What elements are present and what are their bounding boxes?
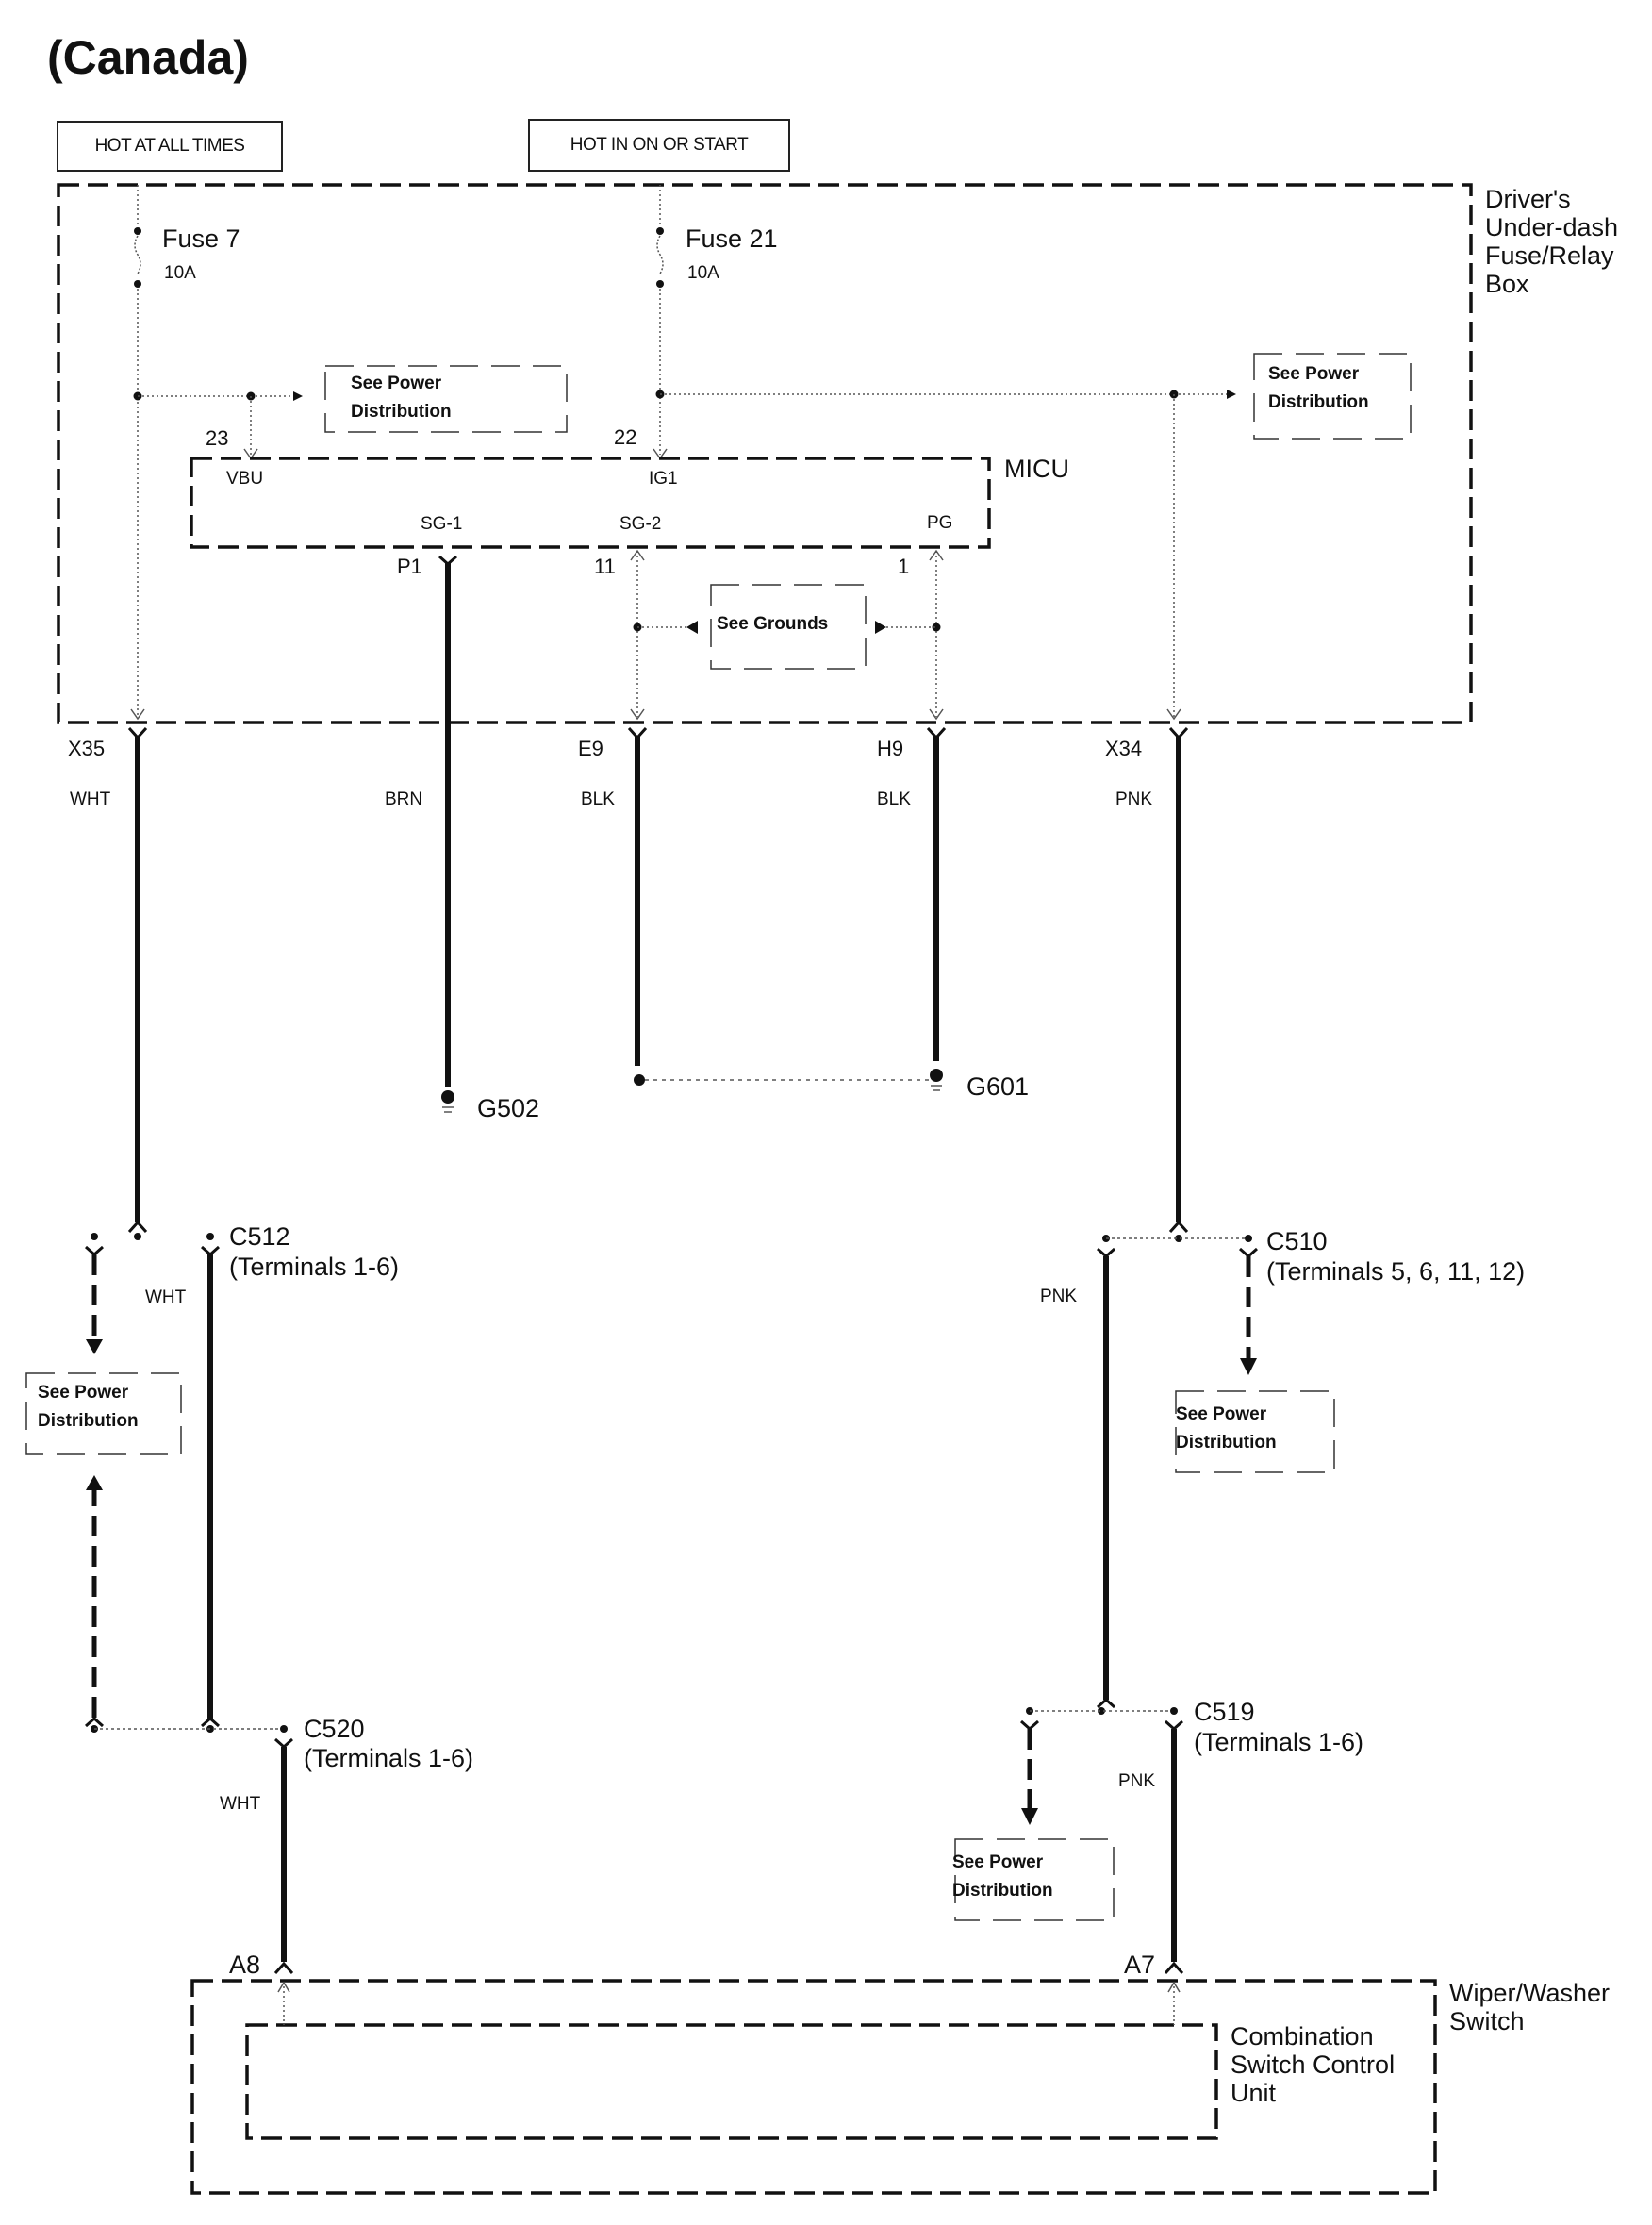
ref-line: See Power	[351, 374, 442, 393]
fuse-21-branch	[653, 390, 1236, 717]
page-title: (Canada)	[47, 31, 249, 84]
fuse-box-name: Driver's Under-dash Fuse/Relay Box	[1485, 185, 1618, 298]
micu-pin-number-1: 1	[898, 555, 910, 578]
fuse-7-symbol-icon	[134, 235, 141, 274]
see-grounds-box	[710, 584, 867, 670]
c520-branch	[85, 1475, 294, 1975]
wiper-washer-switch-outline	[190, 1979, 1437, 2195]
see-power-distribution-box-4	[1175, 1390, 1335, 1473]
fuse-box-name-line: Under-dash	[1485, 213, 1619, 241]
ref-line: See Power	[38, 1383, 129, 1403]
micu-ground-internal	[630, 549, 944, 717]
switch-pin-a8: A8	[229, 1951, 261, 1979]
see-power-distribution-ref-3[interactable]: See Power Distribution	[38, 1379, 139, 1436]
fuse-7-label: Fuse 7	[162, 224, 240, 253]
micu-pin-number-22: 22	[614, 425, 637, 449]
unit-name-line: Unit	[1231, 2079, 1277, 2107]
micu-terminal-sg2: SG-2	[620, 514, 662, 534]
hot-at-all-times-label: HOT AT ALL TIMES	[57, 121, 283, 172]
micu-pin-number-11: 11	[594, 555, 616, 578]
ground-g601-label: G601	[966, 1072, 1030, 1101]
connector-x34-label: X34	[1105, 737, 1143, 760]
wire-color-pnk: PNK	[1118, 1771, 1156, 1791]
fuse-relay-box-outline	[57, 183, 1473, 724]
see-power-distribution-box-1	[324, 365, 568, 433]
see-power-distribution-box-5	[954, 1838, 1115, 1921]
ref-line: Distribution	[351, 402, 452, 422]
connector-c510-terminals: (Terminals 5, 6, 11, 12)	[1266, 1257, 1526, 1286]
wire-color-wht: WHT	[220, 1794, 261, 1814]
connector-c519-terminals: (Terminals 1-6)	[1194, 1728, 1364, 1756]
wire-color-blk: BLK	[877, 789, 911, 809]
ground-g502-label: G502	[477, 1094, 540, 1122]
connector-c520-label: C520	[304, 1715, 365, 1743]
connector-c512-label: C512	[229, 1222, 290, 1251]
micu-terminal-pg: PG	[927, 513, 953, 533]
connector-c512-terminals: (Terminals 1-6)	[229, 1253, 400, 1281]
wire-wht-x35	[127, 736, 148, 1240]
ref-line: Distribution	[1176, 1433, 1277, 1453]
combination-switch-control-unit-label: Combination Switch Control Unit	[1231, 2022, 1395, 2107]
micu-label: MICU	[1004, 455, 1069, 483]
fuse-21-symbol-icon	[656, 235, 664, 274]
connector-e9-label: E9	[578, 737, 603, 760]
wire-brn-g502	[438, 555, 457, 1113]
see-grounds-ref[interactable]: See Grounds	[717, 614, 829, 634]
wire-color-blk: BLK	[581, 789, 615, 809]
see-power-distribution-ref-5[interactable]: See Power Distribution	[952, 1849, 1053, 1905]
wire-color-pnk: PNK	[1040, 1287, 1078, 1306]
ref-line: See Power	[1176, 1404, 1267, 1424]
fuse-7-branch	[133, 391, 303, 460]
see-power-distribution-ref-2[interactable]: See Power Distribution	[1268, 360, 1369, 417]
switch-name-line: Switch	[1449, 2007, 1525, 2035]
connector-c510-label: C510	[1266, 1227, 1328, 1255]
fuse-box-name-line: Driver's	[1485, 185, 1571, 213]
c512-branch	[85, 1233, 220, 1728]
wire-color-pnk: PNK	[1115, 789, 1153, 809]
fuse-21	[656, 185, 664, 455]
connector-c519-label: C519	[1194, 1698, 1255, 1726]
unit-name-line: Switch Control	[1231, 2051, 1396, 2079]
wire-color-wht: WHT	[145, 1287, 187, 1307]
micu-box-outline	[190, 457, 991, 549]
wiper-washer-switch-label: Wiper/Washer Switch	[1449, 1979, 1610, 2035]
combination-switch-control-unit-outline	[245, 2023, 1218, 2140]
wire-color-brn: BRN	[385, 789, 423, 809]
wire-blk-g601	[634, 736, 943, 1091]
ref-line: Distribution	[38, 1411, 139, 1431]
see-power-distribution-box-3	[25, 1372, 182, 1455]
switch-name-line: Wiper/Washer	[1449, 1979, 1611, 2007]
switch-pin-a7: A7	[1124, 1951, 1156, 1979]
fuse-box-name-line: Fuse/Relay	[1485, 241, 1614, 270]
ref-line: See Power	[952, 1852, 1044, 1872]
micu-pin-number-23: 23	[206, 426, 229, 450]
ref-line: See Power	[1268, 364, 1360, 384]
see-power-distribution-ref-1[interactable]: See Power Distribution	[351, 370, 452, 426]
connector-c520-terminals: (Terminals 1-6)	[304, 1744, 474, 1772]
unit-name-line: Combination	[1231, 2022, 1374, 2051]
fuse-7	[134, 185, 141, 717]
hot-in-on-or-start-label: HOT IN ON OR START	[528, 119, 790, 172]
micu-terminal-vbu: VBU	[226, 469, 264, 489]
ref-line: Distribution	[952, 1881, 1053, 1901]
wire-color-wht: WHT	[70, 789, 111, 809]
connector-x35-label: X35	[68, 737, 106, 760]
micu-pin-number-p1: P1	[397, 555, 422, 578]
fuse-21-rating: 10A	[687, 263, 719, 283]
see-power-distribution-box-2	[1253, 353, 1412, 440]
micu-terminal-sg1: SG-1	[421, 514, 463, 534]
c519-branch	[1020, 1707, 1184, 1975]
fuse-box-name-line: Box	[1485, 270, 1529, 298]
wire-pnk-x34	[1097, 736, 1258, 1709]
see-power-distribution-ref-4[interactable]: See Power Distribution	[1176, 1401, 1277, 1457]
fuse-21-label: Fuse 21	[686, 224, 778, 253]
micu-terminal-ig1: IG1	[649, 469, 678, 489]
connector-h9-label: H9	[877, 737, 904, 760]
ref-line: Distribution	[1268, 392, 1369, 412]
fuse-7-rating: 10A	[164, 263, 196, 283]
